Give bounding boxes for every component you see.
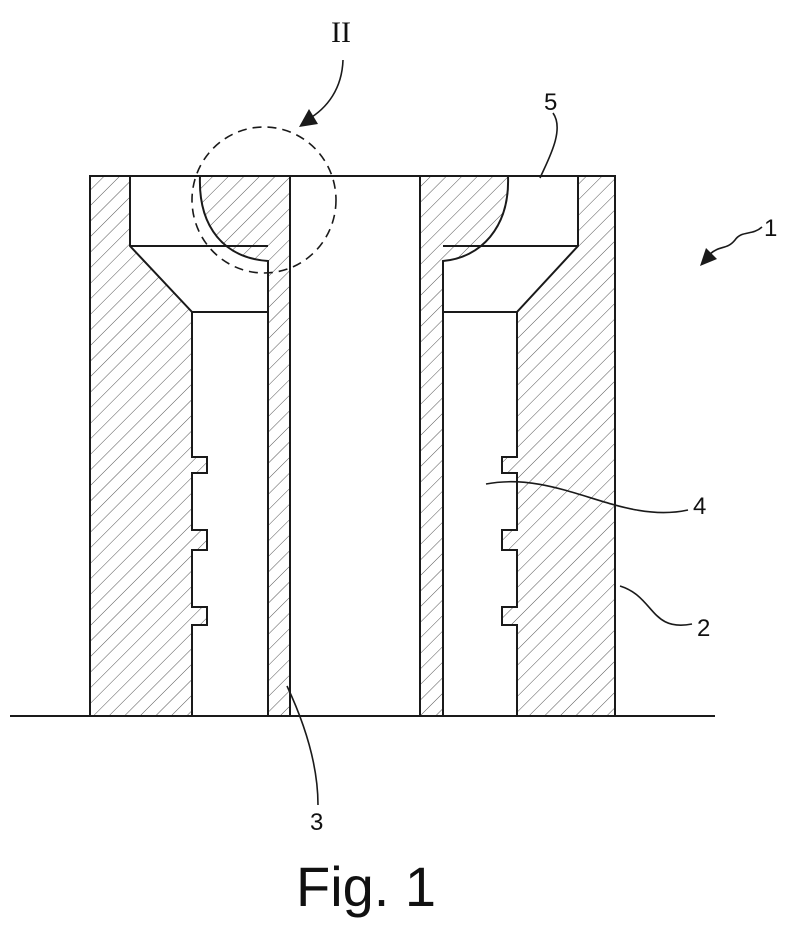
inner-tube-left-wall bbox=[198, 175, 291, 717]
leader-1-arrowhead bbox=[700, 248, 717, 266]
ref-label-2: 2 bbox=[697, 615, 710, 642]
leader-2 bbox=[619, 585, 693, 626]
ref-label-4: 4 bbox=[693, 493, 706, 520]
ref-label-1: 1 bbox=[764, 215, 777, 242]
outer-sleeve-left-section bbox=[89, 175, 208, 717]
leader-3 bbox=[286, 685, 319, 806]
detail-leader-line bbox=[306, 59, 344, 121]
detail-leader-arrowhead bbox=[299, 109, 318, 127]
detail-ii-circle bbox=[191, 126, 337, 274]
leader-4 bbox=[485, 480, 689, 514]
detail-marker-label: II bbox=[331, 16, 351, 49]
ref-label-5: 5 bbox=[544, 89, 557, 116]
outer-sleeve-right-section bbox=[501, 175, 616, 717]
leader-5 bbox=[539, 112, 558, 179]
figure-caption: Fig. 1 bbox=[296, 855, 436, 918]
ref-label-3: 3 bbox=[310, 809, 323, 836]
leader-1 bbox=[709, 226, 763, 255]
inner-tube-right-wall bbox=[419, 175, 510, 717]
